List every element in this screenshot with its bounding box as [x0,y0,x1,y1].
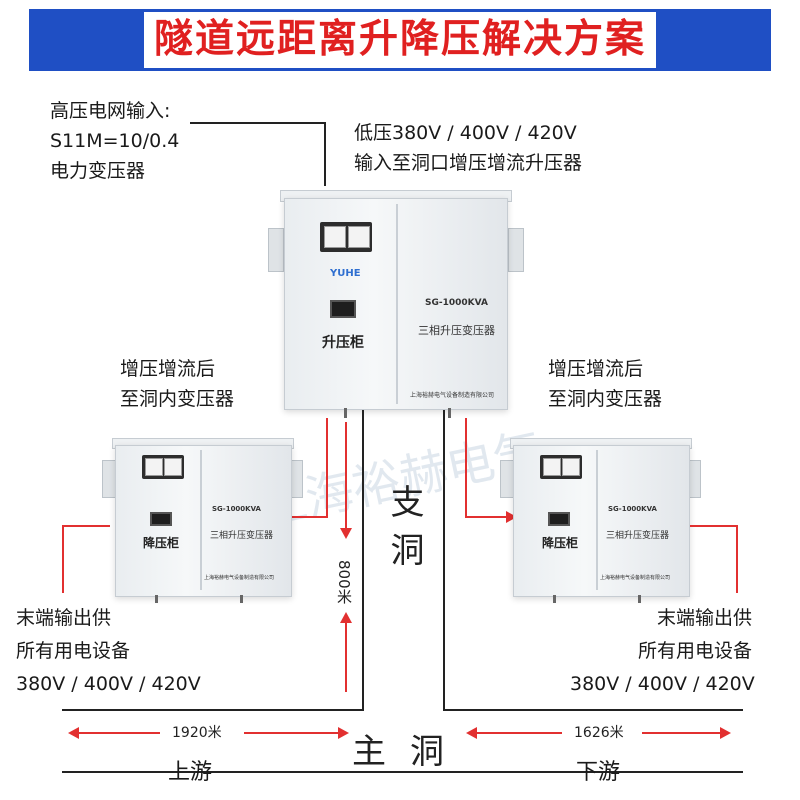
right-distance-line-a [476,732,562,734]
left-distance-line-a [78,732,160,734]
main-tunnel-label: 主洞 [352,732,468,772]
right-booster-label: 增压增流后 至洞内变压器 [548,358,663,410]
left-distance-label: 1920米 [172,725,222,741]
branch-tunnel-label: 支洞 [384,484,424,580]
center-to-left-line [326,418,328,518]
brand-logo: YUHE [330,268,361,279]
left-cabinet-type: 三相升压变压器 [210,531,274,541]
right-cabinet-maker: 上海裕赫电气设备制造有限公司 [600,575,671,581]
right-output-line [690,525,738,527]
right-output-label: 末端输出供 所有用电设备 380V / 400V / 420V [570,607,755,695]
main-tunnel-wall-right-top [443,709,743,711]
branch-tunnel-wall-right [443,410,445,710]
right-cabinet-label: 降压柜 [542,536,579,550]
step-up-model: SG-1000KVA [425,298,488,308]
left-cabinet-maker: 上海裕赫电气设备制造有限公司 [204,575,275,581]
branch-distance-line-bottom [345,622,347,692]
step-up-type: 三相升压变压器 [418,324,495,337]
left-cabinet-label: 降压柜 [143,536,180,550]
branch-distance-label: 800米 [335,560,353,604]
low-voltage-input-label: 低压380V / 400V / 420V 输入至洞口增压增流升压器 [354,122,583,174]
left-distance-line-b [244,732,340,734]
left-cabinet-model: SG-1000KVA [212,505,261,513]
right-cabinet-type: 三相升压变压器 [606,531,670,541]
branch-distance-line-top [345,422,347,532]
right-cabinet-model: SG-1000KVA [608,505,657,513]
title-banner: 隧道远距离升降压解决方案 [29,9,771,71]
branch-tunnel-wall-left [362,410,364,710]
downstream-label: 下游 [576,760,621,785]
arrow-to-right-cabinet [506,511,517,523]
grid-input-label: 高压电网输入: S11M=10/0.4 电力变压器 [50,100,180,182]
step-up-maker: 上海裕赫电气设备制造有限公司 [410,392,495,399]
upstream-label: 上游 [168,760,213,785]
left-output-label: 末端输出供 所有用电设备 380V / 400V / 420V [16,607,201,695]
left-booster-label: 增压增流后 至洞内变压器 [120,358,235,410]
page-title: 隧道远距离升降压解决方案 [143,12,656,68]
grid-line-horizontal [190,122,326,124]
right-distance-label: 1626米 [574,725,624,741]
main-tunnel-wall-left-top [62,709,364,711]
main-tunnel-wall-bottom [62,771,743,773]
right-distance-line-b [642,732,722,734]
center-to-right-line [465,418,467,518]
left-output-line [62,525,110,527]
grid-line-vertical [324,122,326,186]
step-up-cabinet-label: 升压柜 [322,335,364,351]
